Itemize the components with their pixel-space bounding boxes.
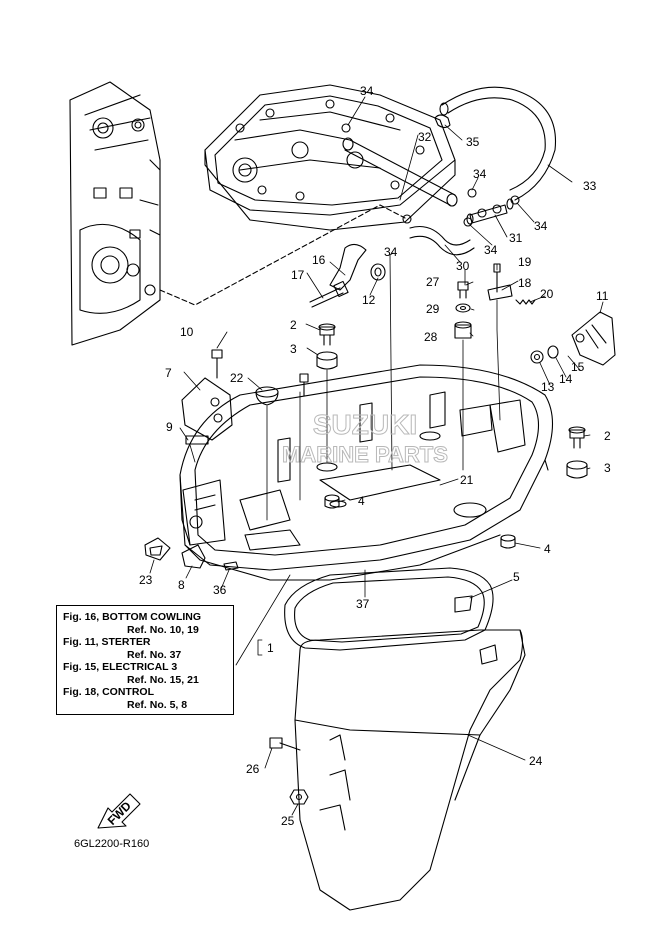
callout-22: 22 (230, 371, 244, 385)
washer-14 (547, 345, 559, 359)
ref-title: Fig. 11, STERTER (63, 636, 151, 648)
callout-30: 30 (456, 259, 470, 273)
part-36 (223, 561, 239, 571)
part-8 (181, 544, 206, 569)
hose-33 (441, 86, 557, 201)
part-4-outer (500, 534, 516, 549)
callout-34: 34 (534, 219, 548, 233)
bracket-16 (329, 243, 367, 291)
callout-33: 33 (583, 179, 597, 193)
fitting-31 (466, 198, 514, 225)
callout-7: 7 (165, 366, 172, 380)
engine-top-illustration (204, 84, 456, 231)
callout-34: 34 (484, 243, 498, 257)
callout-2: 2 (604, 429, 611, 443)
ref-title: Fig. 15, ELECTRICAL 3 (63, 661, 178, 673)
ref-title: Fig. 16, BOTTOM COWLING (63, 611, 202, 623)
callout-18: 18 (518, 276, 532, 290)
ref-number: Ref. No. 5, 8 (127, 698, 188, 711)
bolt-2-right (568, 426, 586, 449)
callout-19: 19 (518, 255, 532, 269)
callout-28: 28 (424, 330, 438, 344)
cover-7 (181, 377, 233, 441)
callout-21: 21 (460, 473, 474, 487)
fwd-label: FWD (105, 798, 134, 827)
callout-17: 17 (291, 268, 305, 282)
hose-30 (409, 225, 475, 256)
callout-8: 8 (178, 578, 185, 592)
callout-23: 23 (139, 573, 153, 587)
engine-block-illustration (69, 81, 161, 346)
diagram-code: 6GL2200-R160 (74, 838, 150, 850)
callout-2: 2 (290, 318, 297, 332)
ref-number: Ref. No. 37 (127, 648, 182, 661)
callout-10: 10 (180, 325, 194, 339)
callout-34: 34 (384, 245, 398, 259)
hose-32 (344, 139, 456, 206)
lower-cover-24 (294, 629, 526, 911)
callout-24: 24 (529, 754, 543, 768)
callout-26: 26 (246, 762, 260, 776)
clips-34 (341, 123, 520, 227)
grommet-3-right (566, 460, 588, 479)
callout-25: 25 (281, 814, 295, 828)
reference-box: Fig. 16, BOTTOM COWLING Ref. No. 10, 19 … (56, 605, 234, 715)
bracket-11 (571, 311, 616, 366)
callouts: 34 32 35 33 34 34 34 31 34 30 16 19 17 2… (105, 84, 611, 828)
clip-35 (434, 114, 451, 129)
callout-5: 5 (513, 570, 520, 584)
leader-lines (149, 96, 604, 816)
callout-13: 13 (541, 380, 555, 394)
callout-34: 34 (360, 84, 374, 98)
plate-9 (185, 435, 209, 445)
callout-3: 3 (290, 342, 297, 356)
callout-27: 27 (426, 275, 440, 289)
callout-15: 15 (571, 360, 585, 374)
callout-36: 36 (213, 583, 227, 597)
grommet-12 (370, 263, 386, 281)
seal-5 (284, 567, 494, 651)
bolt-2-left (318, 323, 336, 346)
callout-3: 3 (604, 461, 611, 475)
callout-16: 16 (312, 253, 326, 267)
fwd-arrow-icon (97, 793, 141, 829)
callout-29: 29 (426, 302, 440, 316)
callout-12: 12 (362, 293, 376, 307)
bolt-26 (269, 737, 301, 751)
callout-31: 31 (509, 231, 523, 245)
bottom-cowling (179, 364, 553, 581)
callout-20: 20 (540, 287, 554, 301)
leader-dashed (159, 204, 406, 306)
callout-1: 1 (267, 641, 274, 655)
ref-title: Fig. 18, CONTROL (63, 686, 155, 698)
callout-34: 34 (473, 167, 487, 181)
callout-32: 32 (418, 130, 432, 144)
callout-35: 35 (466, 135, 480, 149)
nut-25 (289, 789, 309, 805)
ref-number: Ref. No. 10, 19 (127, 623, 199, 636)
part-4-inner (324, 494, 340, 509)
callout-37: 37 (356, 597, 370, 611)
washer-13 (530, 350, 544, 364)
part-23 (144, 537, 171, 561)
callout-11: 11 (596, 289, 609, 303)
grommet-3-left (316, 351, 338, 370)
callout-14: 14 (559, 372, 573, 386)
bolt-17 (309, 287, 344, 308)
ref-number: Ref. No. 15, 21 (127, 673, 199, 686)
callout-4: 4 (544, 542, 551, 556)
bolt-10 (211, 349, 223, 379)
callout-9: 9 (166, 420, 173, 434)
callout-4: 4 (358, 494, 365, 508)
